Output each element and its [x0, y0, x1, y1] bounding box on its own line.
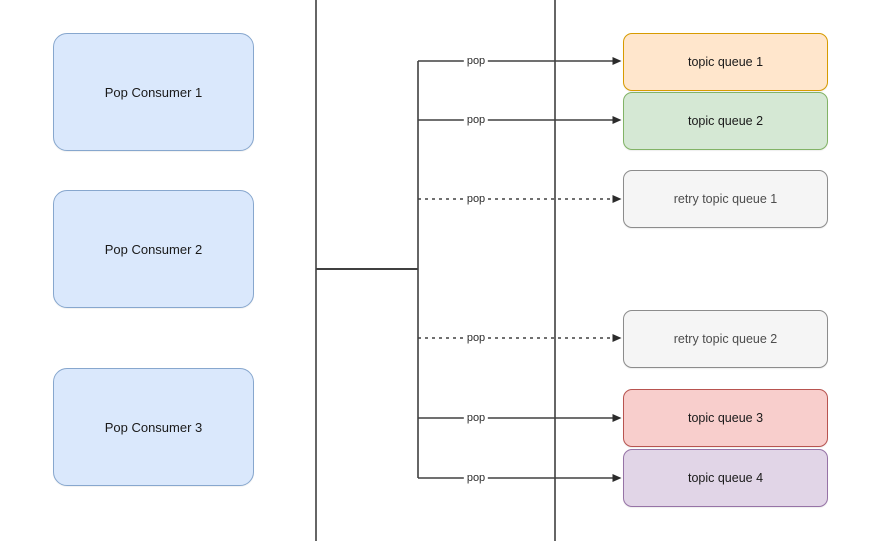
- pop-edge-label-5: pop: [463, 411, 489, 425]
- pop-edge-label-1: pop: [463, 54, 489, 68]
- pop-consumer-3-label: Pop Consumer 3: [104, 419, 203, 435]
- topic-queue-3-label: topic queue 3: [687, 411, 764, 425]
- pop-consumer-1-label: Pop Consumer 1: [104, 84, 203, 100]
- pop-consumer-1-node: Pop Consumer 1: [53, 33, 254, 151]
- pop-consumer-3-node: Pop Consumer 3: [53, 368, 254, 486]
- topic-queue-4-node: topic queue 4: [623, 449, 828, 507]
- pop-edge-label-6: pop: [463, 471, 489, 485]
- pop-consumer-2-node: Pop Consumer 2: [53, 190, 254, 308]
- pop-consumer-2-label: Pop Consumer 2: [104, 241, 203, 257]
- topic-queue-2-label: topic queue 2: [687, 114, 764, 128]
- retry-topic-queue-1-label: retry topic queue 1: [673, 192, 778, 206]
- topic-queue-4-label: topic queue 4: [687, 471, 764, 485]
- topic-queue-3-node: topic queue 3: [623, 389, 828, 447]
- retry-topic-queue-1-node: retry topic queue 1: [623, 170, 828, 228]
- retry-topic-queue-2-node: retry topic queue 2: [623, 310, 828, 368]
- pop-edge-label-3: pop: [463, 192, 489, 206]
- pop-edge-label-2: pop: [463, 113, 489, 127]
- pop-edge-label-4: pop: [463, 331, 489, 345]
- retry-topic-queue-2-label: retry topic queue 2: [673, 332, 778, 346]
- topic-queue-1-node: topic queue 1: [623, 33, 828, 91]
- topic-queue-2-node: topic queue 2: [623, 92, 828, 150]
- topic-queue-1-label: topic queue 1: [687, 55, 764, 69]
